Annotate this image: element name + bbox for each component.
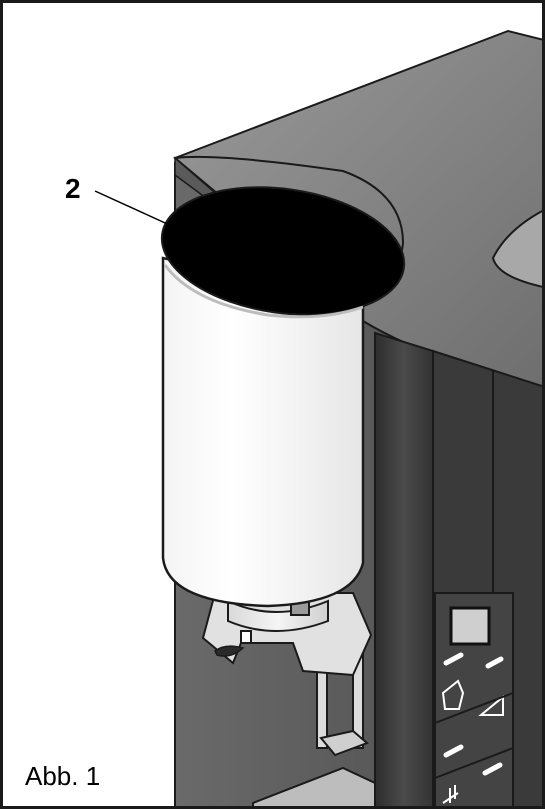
triangle-icon [478,694,504,716]
display-icon [449,606,491,646]
grinder-lever [214,645,245,657]
callout-label-2: 2 [65,173,81,204]
spout-bracket [319,729,369,757]
spout-assembly [252,652,376,806]
steam-icon [442,785,459,804]
control-panel-strip-left [374,331,434,806]
pot-icon [441,679,465,710]
indicator-led-2 [485,656,504,669]
callout-leader-line [94,190,188,234]
indicator-led-3 [443,744,464,758]
top-panel-recess [491,210,542,288]
control-buttons [434,592,514,806]
panel-button-lines [434,692,514,779]
bean-container-lid [160,186,406,316]
bean-container-body [161,256,365,608]
drip-tray [252,766,376,806]
grinder-switch [240,630,252,644]
grinder-collar [227,599,329,632]
indicator-led-4 [482,762,503,776]
indicator-led-1 [443,652,464,666]
lid-rim-highlight [163,264,364,319]
coffee-machine-illustration [94,29,542,806]
figure-caption: Abb. 1 [25,761,101,791]
